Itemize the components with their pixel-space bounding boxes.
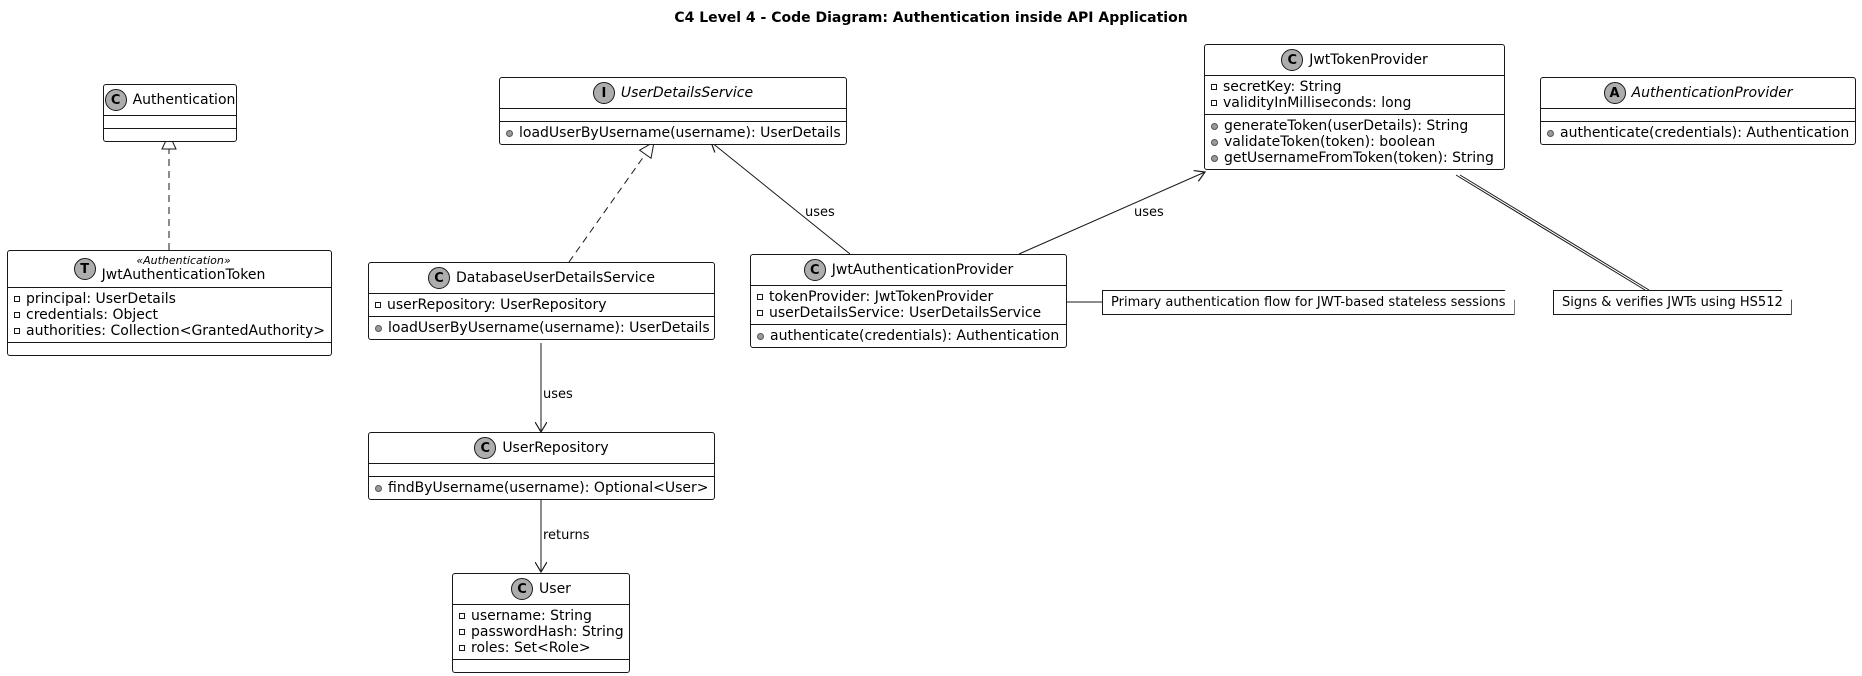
note-text: Signs & verifies JWTs using HS512 <box>1562 295 1783 310</box>
class-icon: C <box>511 578 534 600</box>
abstract-icon: A <box>1603 82 1626 104</box>
note-link-signs-verifies-b <box>1455 174 1646 291</box>
class-name: Authentication <box>132 92 236 108</box>
method: validateToken(token): boolean <box>1224 134 1436 150</box>
class-database-user-details-service: C DatabaseUserDetailsService userReposit… <box>368 262 715 340</box>
class-authentication: C Authentication <box>103 84 237 142</box>
public-icon <box>757 332 764 340</box>
private-icon <box>459 613 465 619</box>
method: findByUsername(username): Optional<User> <box>388 480 709 496</box>
class-icon: C <box>1281 49 1304 71</box>
private-icon <box>757 310 763 316</box>
class-jwt-authentication-provider: C JwtAuthenticationProvider tokenProvide… <box>750 254 1067 348</box>
field: passwordHash: String <box>471 624 624 640</box>
public-icon <box>1547 129 1554 137</box>
public-icon <box>375 324 382 332</box>
public-icon <box>1211 122 1218 130</box>
class-icon: C <box>428 267 450 289</box>
class-authentication-provider: A AuthenticationProvider authenticate(cr… <box>1540 77 1856 145</box>
class-name: UserRepository <box>502 440 609 456</box>
class-name: JwtTokenProvider <box>1309 52 1428 68</box>
private-icon <box>14 312 20 318</box>
class-icon: C <box>803 259 826 281</box>
class-name: DatabaseUserDetailsService <box>456 270 655 286</box>
public-icon <box>1211 138 1218 146</box>
stereotype-label: «Authentication» <box>136 254 231 267</box>
interface-icon: I <box>592 82 615 104</box>
private-icon <box>375 302 381 308</box>
class-name: JwtAuthenticationToken <box>101 267 266 283</box>
public-icon <box>506 129 513 137</box>
field: secretKey: String <box>1223 79 1342 95</box>
public-icon <box>375 484 382 492</box>
private-icon <box>459 645 465 651</box>
private-icon <box>1211 100 1217 106</box>
edge-label-provider-uses-token: uses <box>1134 205 1164 220</box>
class-icon: C <box>104 89 127 111</box>
edge-provider-uses-uds <box>711 142 851 255</box>
class-jwt-token-provider: C JwtTokenProvider secretKey: String val… <box>1204 44 1505 170</box>
field: username: String <box>471 608 592 624</box>
edge-label-db-uses-repo: uses <box>543 387 573 402</box>
edge-provider-uses-token <box>1018 172 1205 255</box>
note-text: Primary authentication flow for JWT-base… <box>1111 295 1506 310</box>
class-icon: C <box>474 437 497 459</box>
note-link-signs-verifies-a <box>1459 174 1650 291</box>
edge-label-provider-uses-uds: uses <box>805 205 835 220</box>
method: loadUserByUsername(username): UserDetail… <box>519 125 841 141</box>
class-name: AuthenticationProvider <box>1631 85 1793 101</box>
field: roles: Set<Role> <box>471 640 591 656</box>
field: principal: UserDetails <box>26 291 176 307</box>
class-user-details-service: I UserDetailsService loadUserByUsername(… <box>499 77 847 145</box>
field: userDetailsService: UserDetailsService <box>769 305 1042 321</box>
private-icon <box>757 294 763 300</box>
class-name: User <box>539 581 571 597</box>
public-icon <box>1211 154 1218 162</box>
private-icon <box>14 328 20 334</box>
class-user-repository: C UserRepository findByUsername(username… <box>368 432 715 500</box>
class-name: UserDetailsService <box>620 85 754 101</box>
method: getUsernameFromToken(token): String <box>1224 150 1494 166</box>
diagram-title: C4 Level 4 - Code Diagram: Authenticatio… <box>674 10 1188 26</box>
field: userRepository: UserRepository <box>387 297 607 313</box>
method: authenticate(credentials): Authenticatio… <box>770 328 1060 344</box>
class-user: C User username: String passwordHash: St… <box>452 573 630 673</box>
realization-db-to-uds <box>568 141 655 263</box>
private-icon <box>459 629 465 635</box>
private-icon <box>1211 84 1217 90</box>
class-name: JwtAuthenticationProvider <box>831 262 1014 278</box>
method: generateToken(userDetails): String <box>1224 118 1469 134</box>
edge-label-repo-returns-user: returns <box>543 528 590 543</box>
field: credentials: Object <box>26 307 159 323</box>
note-primary-flow: Primary authentication flow for JWT-base… <box>1102 290 1515 315</box>
field: tokenProvider: JwtTokenProvider <box>769 289 994 305</box>
method: authenticate(credentials): Authenticatio… <box>1560 125 1850 141</box>
note-signs-verifies: Signs & verifies JWTs using HS512 <box>1553 290 1792 315</box>
class-jwt-authentication-token: T «Authentication» JwtAuthenticationToke… <box>7 250 332 356</box>
private-icon <box>14 296 20 302</box>
trait-icon: T <box>73 258 96 280</box>
method: loadUserByUsername(username): UserDetail… <box>388 320 710 336</box>
field: validityInMilliseconds: long <box>1223 95 1412 111</box>
field: authorities: Collection<GrantedAuthority… <box>26 323 326 339</box>
